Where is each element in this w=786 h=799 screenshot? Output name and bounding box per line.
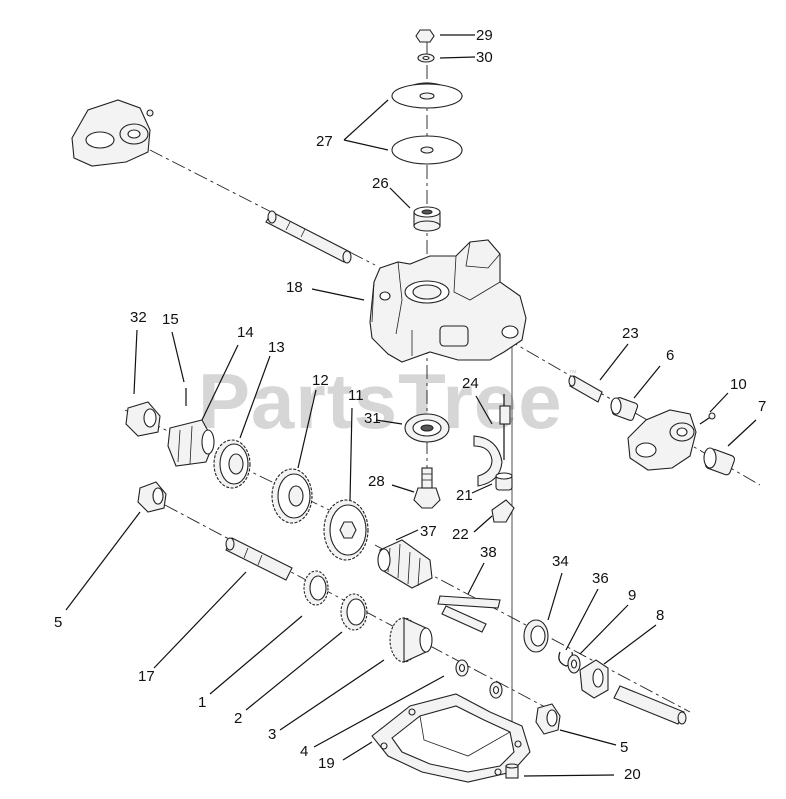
screw-10: [699, 412, 716, 425]
callout-32: 32: [130, 309, 147, 326]
callout-19: 19: [318, 755, 335, 772]
gear-12: [271, 468, 313, 524]
callout-26: 26: [372, 175, 389, 192]
transmission-housing-18: [369, 239, 527, 363]
bushing-5-right: [535, 703, 561, 735]
callout-7: 7: [758, 398, 766, 415]
callout-15: 15: [162, 311, 179, 328]
bushing-32: [125, 401, 161, 437]
washer-4a: [455, 659, 469, 677]
pulley-half-lower-27: [391, 135, 463, 165]
pin-23: [568, 375, 603, 403]
callout-1: 1: [198, 694, 206, 711]
output-gear-37: [377, 539, 433, 589]
input-shaft: [265, 210, 352, 264]
spacer-26: [413, 206, 441, 232]
collar-21: [495, 472, 513, 491]
bearing-31: [404, 413, 450, 443]
callout-22: 22: [452, 526, 469, 543]
dog-clutch-14: [167, 419, 215, 467]
callout-8: 8: [656, 607, 664, 624]
callout-34: 34: [552, 553, 569, 570]
drain-plug-20: [505, 763, 519, 779]
callout-37: 37: [420, 523, 437, 540]
washer-9: [567, 654, 581, 674]
nut-29: [415, 29, 435, 43]
callout-9: 9: [628, 587, 636, 604]
bushing-8: [579, 659, 609, 699]
callout-6: 6: [666, 347, 674, 364]
bushing-5-left: [137, 481, 167, 513]
bevel-gear-3: [389, 617, 433, 663]
callout-29: 29: [476, 27, 493, 44]
callout-17: 17: [138, 668, 155, 685]
gear-13: [213, 439, 251, 489]
bushing-6: [610, 397, 639, 421]
leader-lines: [65, 34, 757, 777]
callout-24: 24: [462, 375, 479, 392]
callout-20: 20: [624, 766, 641, 783]
right-bearing-bracket: [627, 409, 697, 471]
callout-14: 14: [237, 324, 254, 341]
shaft-17: [225, 537, 293, 581]
callout-5-right: 5: [620, 739, 628, 756]
callout-23: 23: [622, 325, 639, 342]
callout-27: 27: [316, 133, 333, 150]
watermark-trademark: ™: [568, 368, 577, 378]
shift-fork-24: [473, 394, 511, 487]
watermark-text: PartsTree: [198, 357, 563, 445]
callout-10: 10: [730, 376, 747, 393]
callout-30: 30: [476, 49, 493, 66]
gear-2: [340, 593, 368, 631]
seal-34: [523, 619, 549, 653]
callout-11: 11: [348, 387, 364, 404]
key-38: [437, 595, 501, 633]
upper-left-bearing-bracket: [71, 99, 154, 167]
callout-3: 3: [268, 726, 276, 743]
callout-31: 31: [364, 410, 381, 427]
callout-18: 18: [286, 279, 303, 296]
callout-5-left: 5: [54, 614, 62, 631]
callout-36: 36: [592, 570, 609, 587]
cover-19: [371, 693, 531, 783]
callout-2: 2: [234, 710, 242, 727]
callout-21: 21: [456, 487, 473, 504]
bushing-7: [703, 447, 736, 476]
washer-30: [417, 53, 435, 63]
pulley-half-upper-27: [391, 82, 463, 109]
callout-38: 38: [480, 544, 497, 561]
callout-28: 28: [368, 473, 385, 490]
callout-13: 13: [268, 339, 285, 356]
callout-4: 4: [300, 743, 308, 760]
gear-1: [303, 570, 329, 606]
gear-11: [323, 499, 369, 561]
callout-12: 12: [312, 372, 329, 389]
axle: [613, 685, 687, 725]
worm-gear-28: [413, 467, 441, 509]
detent-22: [491, 499, 515, 523]
washer-4b: [489, 681, 503, 699]
